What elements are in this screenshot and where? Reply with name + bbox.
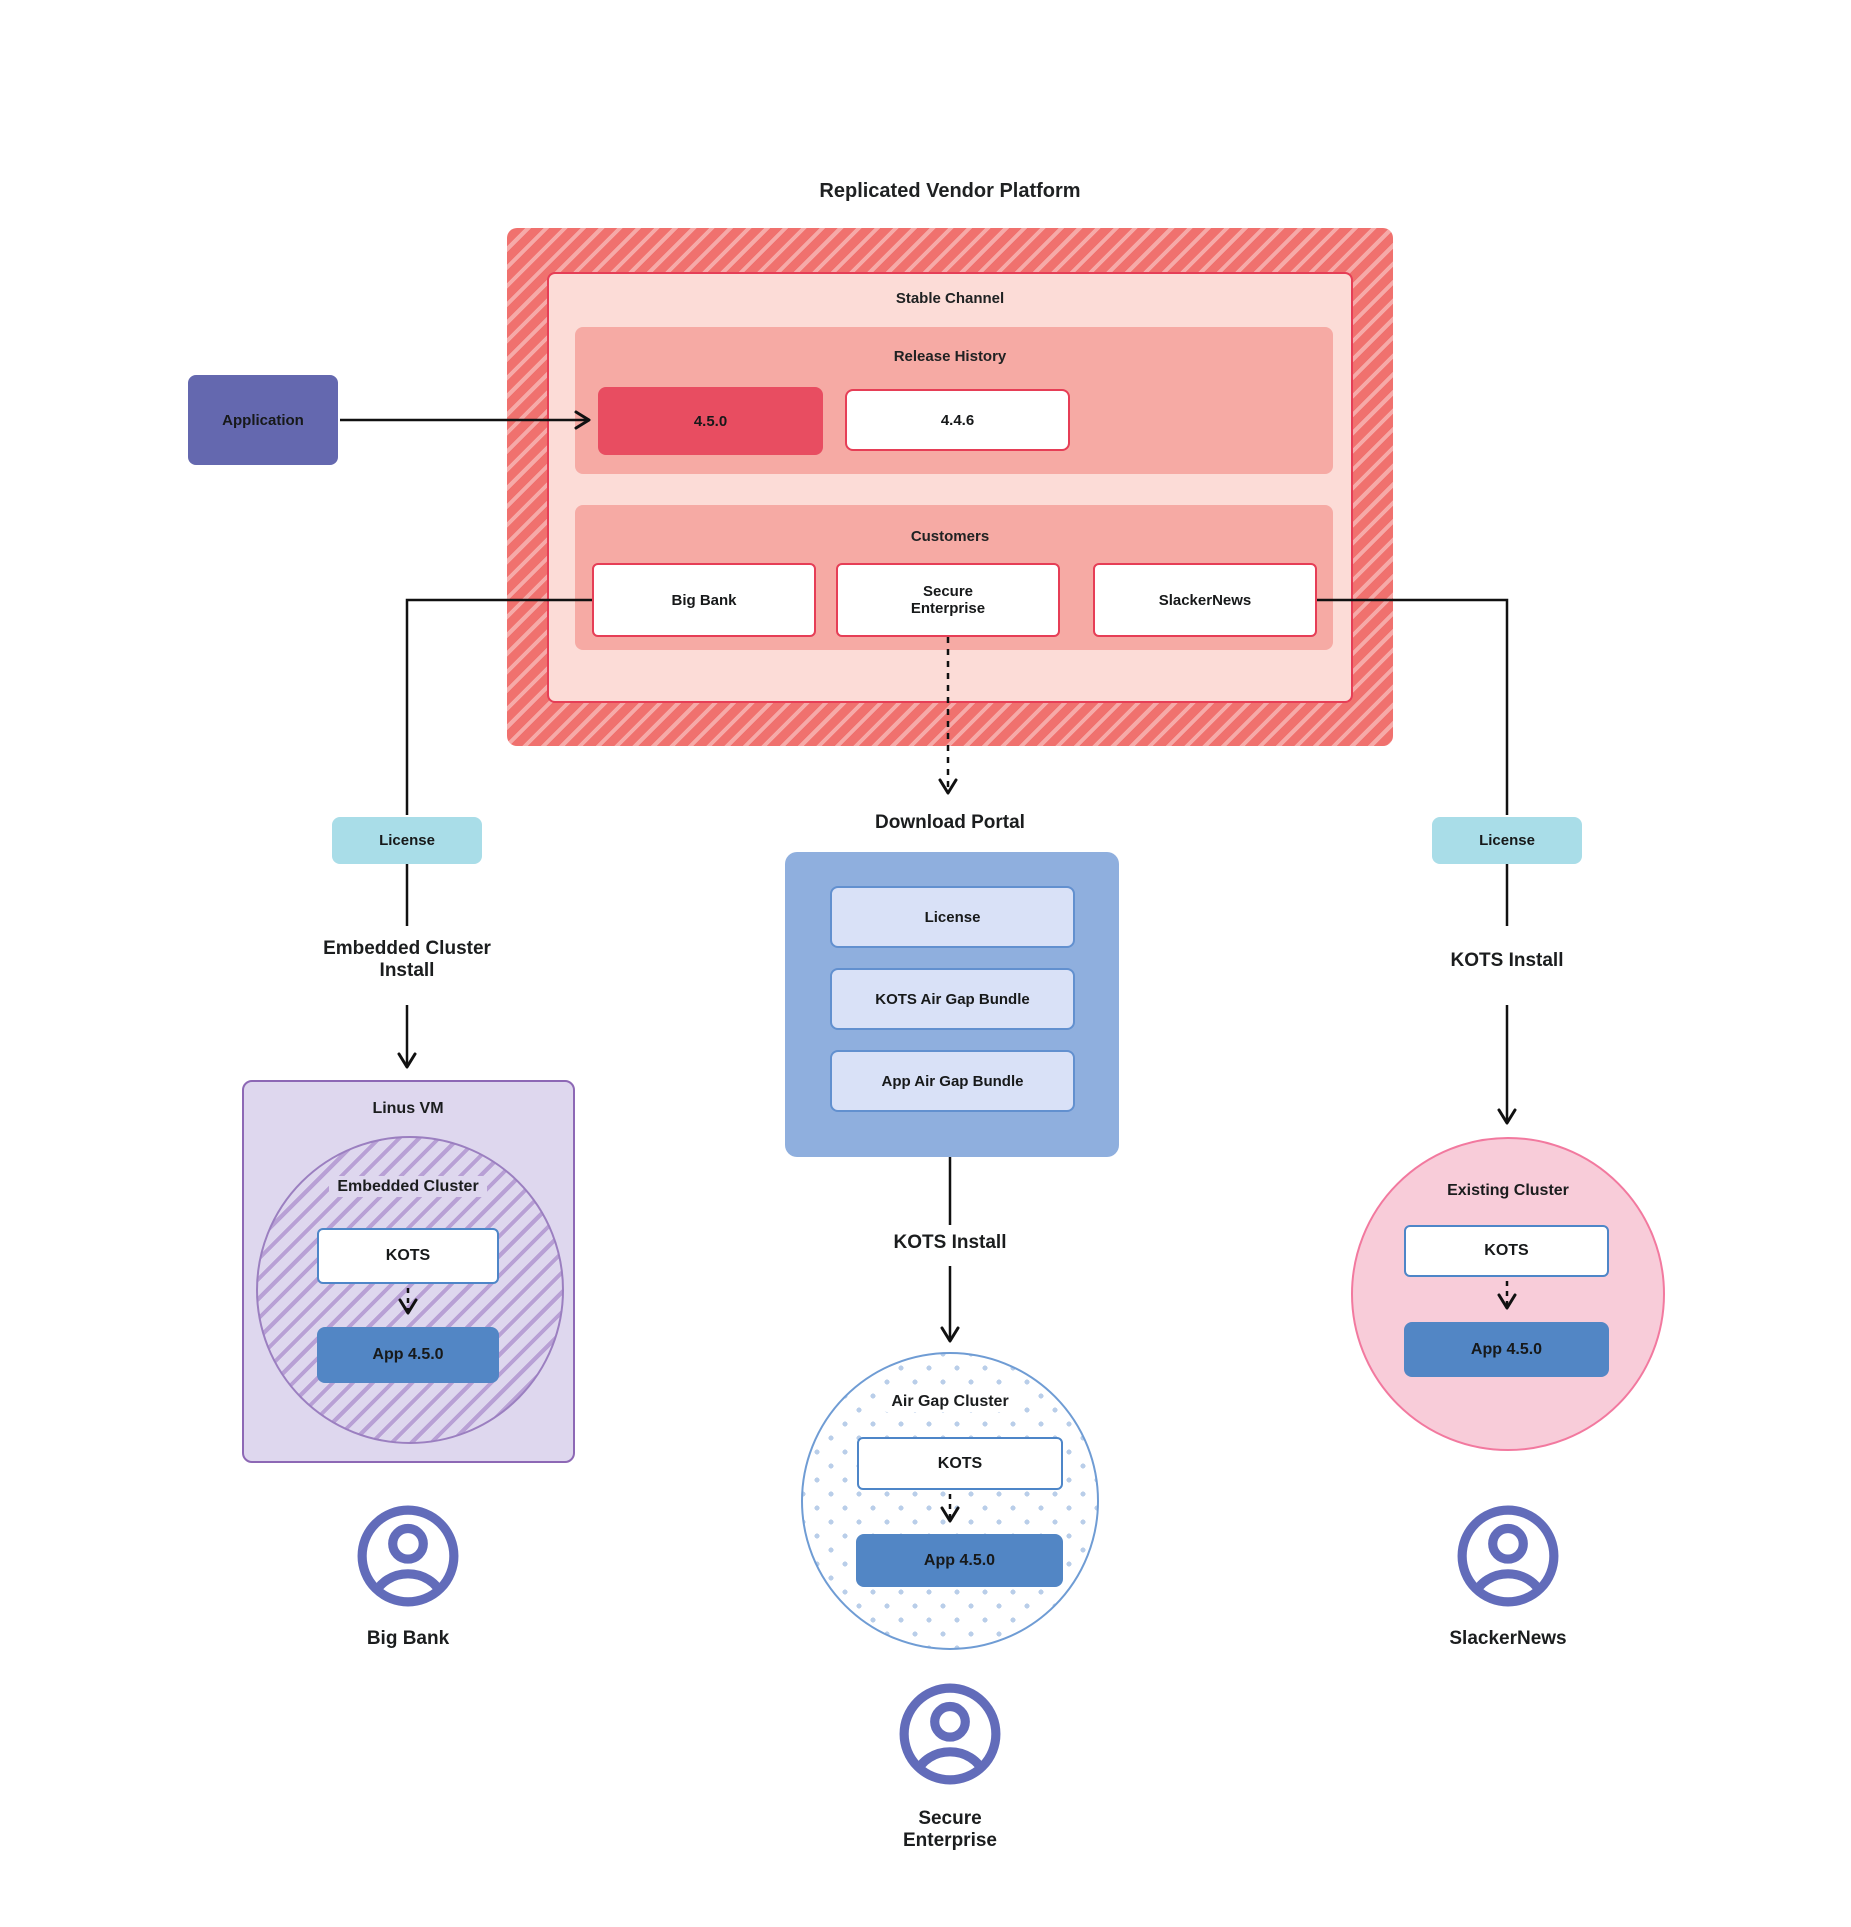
kots-box-left: KOTS xyxy=(317,1228,499,1284)
kots-box-middle: KOTS xyxy=(857,1437,1063,1490)
customers-label: Customers xyxy=(910,528,990,545)
customer-box-secure-enterprise: Secure Enterprise xyxy=(836,563,1060,637)
kots-install-label-right: KOTS Install xyxy=(1450,950,1564,971)
app-box-left: App 4.5.0 xyxy=(317,1327,499,1383)
embedded-cluster-label-text: Embedded Cluster xyxy=(329,1176,487,1197)
license-box-right: License xyxy=(1432,817,1582,864)
stable-channel-label: Stable Channel xyxy=(895,290,1005,307)
portal-item-app-airgap-bundle: App Air Gap Bundle xyxy=(830,1050,1075,1112)
existing-cluster-label: Existing Cluster xyxy=(1447,1182,1569,1199)
release-history-label: Release History xyxy=(893,348,1007,365)
big-bank-user-label: Big Bank xyxy=(366,1628,450,1649)
user-icon xyxy=(899,1683,1001,1785)
release-box-4-4-6: 4.4.6 xyxy=(845,389,1070,451)
air-gap-cluster-label: Air Gap Cluster xyxy=(850,1391,1050,1412)
app-box-right: App 4.5.0 xyxy=(1404,1322,1609,1377)
diagram-title: Replicated Vendor Platform xyxy=(819,180,1081,202)
portal-item-kots-airgap-bundle: KOTS Air Gap Bundle xyxy=(830,968,1075,1030)
air-gap-cluster-label-text: Air Gap Cluster xyxy=(883,1391,1017,1412)
portal-item-license: License xyxy=(830,886,1075,948)
kots-box-right: KOTS xyxy=(1404,1225,1609,1277)
secure-enterprise-user-label: Secure Enterprise xyxy=(903,1808,997,1851)
customer-box-big-bank: Big Bank xyxy=(592,563,816,637)
download-portal-title: Download Portal xyxy=(875,812,1025,833)
embedded-cluster-label: Embedded Cluster xyxy=(308,1176,508,1197)
release-box-4-5-0: 4.5.0 xyxy=(598,387,823,455)
application-box: Application xyxy=(188,375,338,465)
app-box-middle: App 4.5.0 xyxy=(856,1534,1063,1587)
customer-box-slackernews: SlackerNews xyxy=(1093,563,1317,637)
license-box-left: License xyxy=(332,817,482,864)
embedded-cluster-install-label: Embedded Cluster Install xyxy=(323,938,491,981)
user-icon xyxy=(1457,1505,1559,1607)
linus-vm-label: Linus VM xyxy=(372,1100,444,1117)
user-icon xyxy=(357,1505,459,1607)
kots-install-label-middle: KOTS Install xyxy=(893,1232,1007,1253)
slackernews-user-label: SlackerNews xyxy=(1449,1628,1567,1649)
